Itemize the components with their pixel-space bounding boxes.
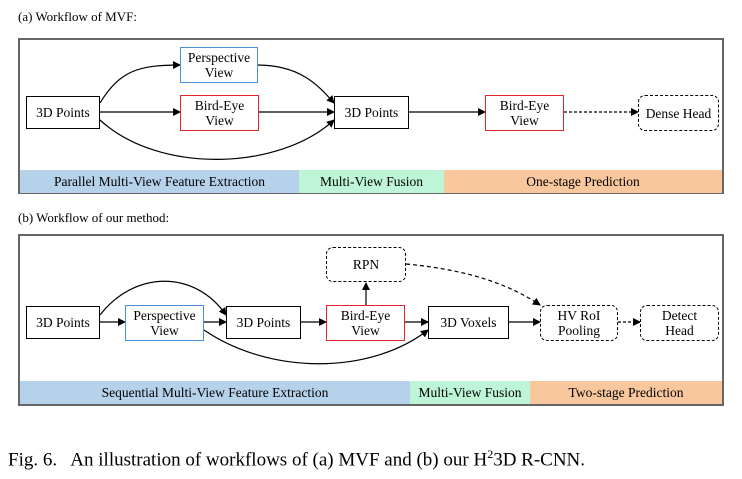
node-a-perspective-line2: View	[204, 65, 234, 80]
node-a-birdeye2-line1: Bird-Eye	[499, 98, 550, 113]
node-a-dense-head: Dense Head	[638, 95, 719, 131]
node-a-bird-eye-view-2: Bird-Eye View	[485, 95, 564, 131]
band-a-fusion-label: Multi-View Fusion	[319, 173, 424, 189]
node-b-detect-head: Detect Head	[640, 305, 719, 341]
node-b-3d-voxels-label: 3D Voxels	[440, 315, 497, 330]
caption-superscript: 2	[487, 447, 494, 461]
node-b-detect-line2: Head	[665, 323, 694, 338]
node-b-hv-line1: HV RoI	[557, 308, 601, 323]
arrow-a-bypass	[99, 119, 335, 160]
band-a-fusion: Multi-View Fusion	[299, 170, 444, 193]
band-a-prediction-label: One-stage Prediction	[526, 173, 640, 189]
band-b-prediction: Two-stage Prediction	[530, 381, 722, 404]
node-a-birdeye-line2: View	[205, 113, 234, 128]
band-a-extraction-label: Parallel Multi-View Feature Extraction	[54, 173, 265, 189]
band-a-prediction: One-stage Prediction	[444, 170, 722, 193]
node-a-3d-points-mid: 3D Points	[334, 96, 409, 129]
arrow-a-perspective-to-points	[256, 64, 335, 104]
node-b-birdeye-line1: Bird-Eye	[340, 308, 391, 323]
node-b-rpn-label: RPN	[352, 257, 380, 272]
node-a-perspective-view: Perspective View	[180, 47, 258, 83]
arrow-b-rpn-to-hv	[405, 263, 541, 306]
panel-a-title: (a) Workflow of MVF:	[18, 9, 137, 24]
node-a-bird-eye-view: Bird-Eye View	[180, 95, 259, 131]
node-b-hv-roi-pooling: HV RoI Pooling	[540, 305, 618, 341]
node-b-3d-points-mid-label: 3D Points	[236, 315, 291, 330]
node-b-detect-line1: Detect	[661, 308, 698, 323]
node-b-perspective-line1: Perspective	[133, 308, 196, 323]
node-b-rpn: RPN	[326, 247, 406, 282]
node-a-3d-points-mid-label: 3D Points	[344, 105, 399, 120]
arrow-b-perspective-bypass	[203, 329, 429, 365]
band-b-extraction: Sequential Multi-View Feature Extraction	[20, 381, 410, 404]
node-b-3d-voxels: 3D Voxels	[428, 306, 509, 339]
node-b-3d-points-mid: 3D Points	[226, 306, 301, 339]
node-b-perspective-view: Perspective View	[125, 305, 204, 341]
node-b-birdeye-line2: View	[351, 323, 380, 338]
node-a-3d-points-input: 3D Points	[26, 96, 100, 129]
band-a-extraction: Parallel Multi-View Feature Extraction	[20, 170, 299, 193]
node-a-perspective-line1: Perspective	[187, 50, 251, 65]
node-b-hv-line2: Pooling	[557, 323, 600, 338]
band-b-extraction-label: Sequential Multi-View Feature Extraction	[101, 384, 329, 400]
node-a-birdeye-line1: Bird-Eye	[194, 98, 245, 113]
caption-prefix: Fig. 6. An illustration of workflows of …	[8, 449, 488, 471]
figure-caption: Fig. 6. An illustration of workflows of …	[8, 447, 585, 471]
caption-suffix: 3D R-CNN.	[493, 449, 586, 471]
band-b-prediction-label: Two-stage Prediction	[568, 384, 684, 400]
node-a-3d-points-input-label: 3D Points	[36, 105, 90, 120]
arrow-b-points-bypass	[99, 280, 227, 316]
node-b-3d-points-input-label: 3D Points	[36, 315, 90, 330]
band-b-fusion: Multi-View Fusion	[410, 381, 530, 404]
node-a-birdeye2-line2: View	[510, 113, 539, 128]
band-b-fusion-label: Multi-View Fusion	[418, 384, 522, 400]
panel-b-title: (b) Workflow of our method:	[18, 210, 170, 225]
node-b-3d-points-input: 3D Points	[26, 306, 100, 339]
node-a-dense-head-label: Dense Head	[645, 105, 712, 121]
node-b-perspective-line2: View	[150, 323, 179, 338]
arrow-a-points-to-perspective	[99, 61, 181, 104]
node-b-bird-eye-view: Bird-Eye View	[326, 305, 405, 341]
